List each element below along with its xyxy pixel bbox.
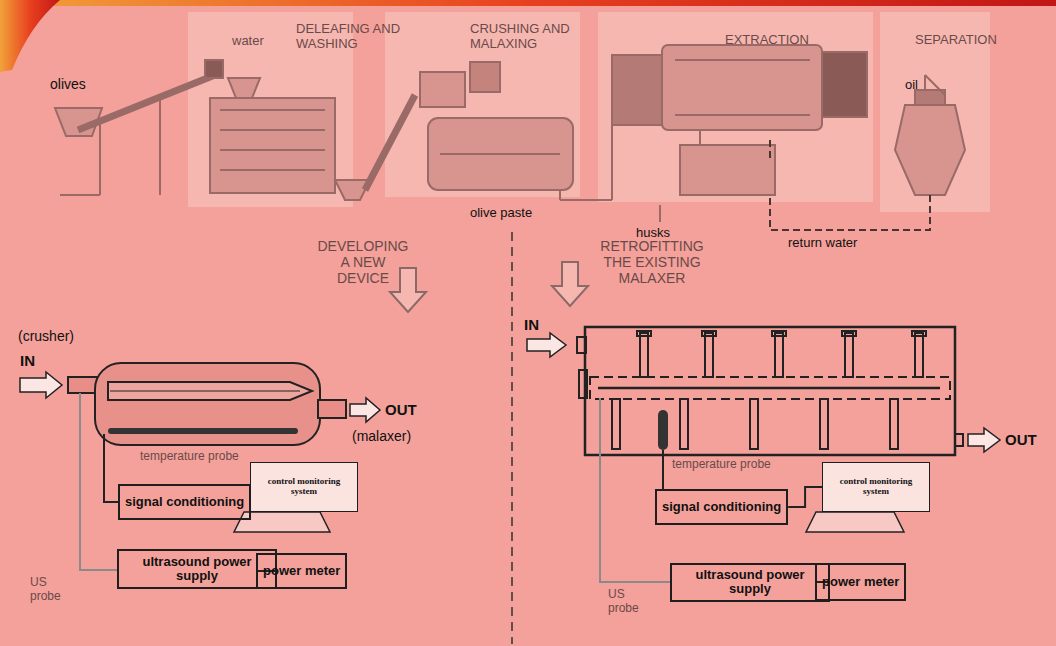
text-label: EXTRACTION xyxy=(725,33,809,48)
stage-panels xyxy=(188,12,990,212)
box-text: power meter xyxy=(263,564,340,578)
text-label: OUT xyxy=(1005,431,1037,448)
box-text: power meter xyxy=(822,575,899,589)
divider-line xyxy=(511,232,513,644)
laptop-screen: control monitoring system xyxy=(822,462,930,512)
text-label: oil xyxy=(905,78,918,93)
text-label: temperature probe xyxy=(140,450,239,464)
text-label: SEPARATION xyxy=(915,33,997,48)
text-label: DEVELOPING A NEW DEVICE xyxy=(316,238,410,286)
text-label: return water xyxy=(788,236,857,251)
text-label: IN xyxy=(20,352,35,369)
text-label: OUT xyxy=(385,401,417,418)
text-label: (crusher) xyxy=(18,328,74,344)
text-label: IN xyxy=(524,316,539,333)
hollow-arrow xyxy=(390,262,588,312)
text-label: US probe xyxy=(30,576,72,604)
text-label: CRUSHING AND MALAXING xyxy=(470,22,590,52)
text-label: (malaxer) xyxy=(352,428,411,444)
process-box: power meter xyxy=(256,553,347,589)
return-water-line xyxy=(770,140,930,230)
text-label: DELEAFING AND WASHING xyxy=(296,22,414,52)
laptop-screen: control monitoring system xyxy=(250,462,358,512)
text-label: US probe xyxy=(608,588,650,616)
new-device xyxy=(20,363,380,570)
process-box: signal conditioning xyxy=(655,489,788,525)
process-machines xyxy=(55,45,965,222)
process-box: ultrasound power supply xyxy=(670,563,830,602)
screen-text: control monitoring system xyxy=(828,477,924,497)
box-text: ultrasound power supply xyxy=(124,555,270,584)
text-label: water xyxy=(232,34,264,49)
process-box: signal conditioning xyxy=(118,484,251,520)
box-text: ultrasound power supply xyxy=(677,568,823,597)
box-text: signal conditioning xyxy=(125,495,244,509)
process-box: power meter xyxy=(815,563,906,601)
connector-line xyxy=(788,487,822,507)
box-text: signal conditioning xyxy=(662,500,781,514)
text-label: temperature probe xyxy=(672,458,771,472)
text-label: olives xyxy=(50,76,86,92)
text-label: olive paste xyxy=(470,206,532,221)
retrofitted-malaxer xyxy=(527,327,1000,582)
process-box: ultrasound power supply xyxy=(117,549,277,589)
screen-text: control monitoring system xyxy=(256,477,352,497)
text-label: RETROFITTING THE EXISTING MALAXER xyxy=(592,238,712,286)
